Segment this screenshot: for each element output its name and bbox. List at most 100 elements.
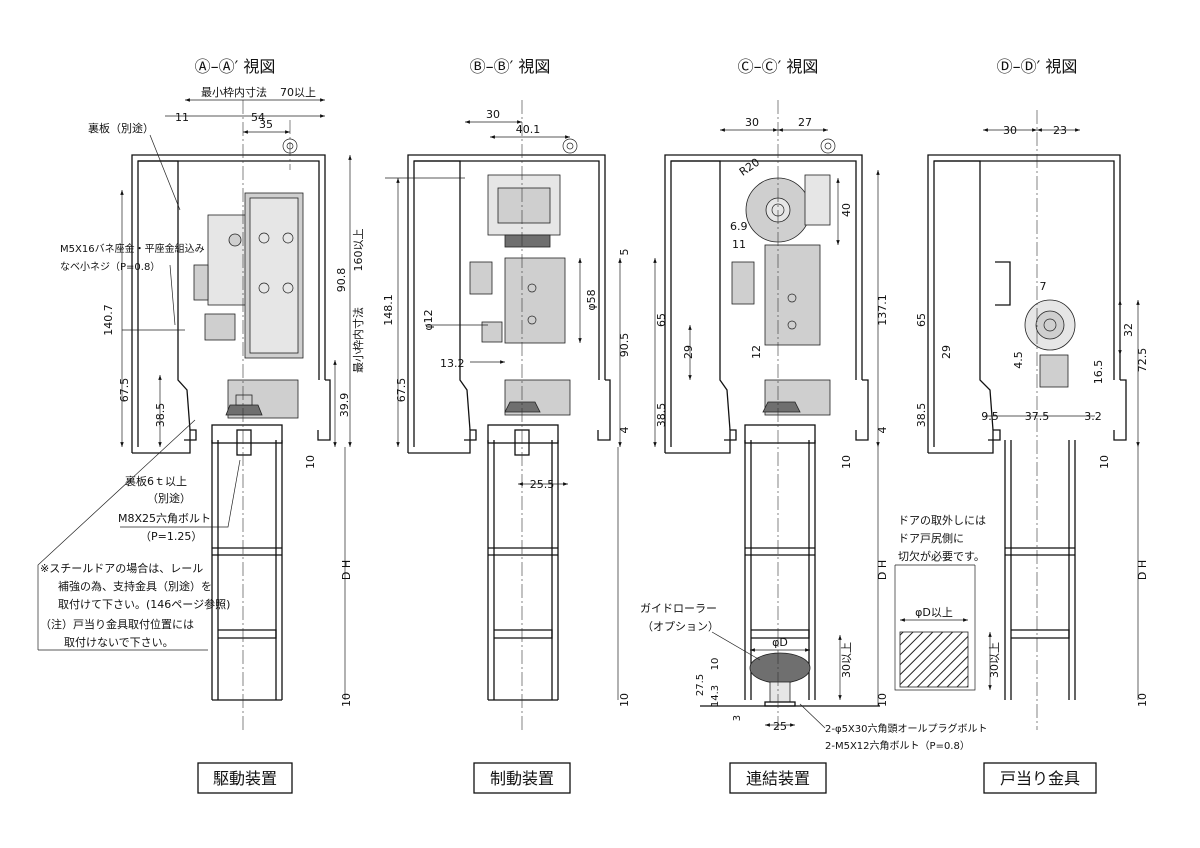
dimension-label: 最小枠内寸法: [201, 85, 267, 99]
label-drive: 駆動装置: [213, 769, 277, 788]
dimension-label: 137.1: [876, 294, 889, 326]
dimension-label: 取付けて下さい。(146ページ参照): [58, 597, 230, 611]
dimension-label: 16.5: [1092, 360, 1105, 385]
dimension-label: 4: [876, 427, 889, 434]
view-a: Ⓐ–Ⓐ′ 視図 最小枠内寸法 70以上 11 5: [37, 57, 365, 794]
view-d-title: Ⓓ–Ⓓ′ 視図: [997, 57, 1078, 76]
dimension-label: M8X25六角ボルト: [118, 512, 211, 525]
dimension-label: D H: [876, 560, 889, 580]
dimension-label: 補強の為、支持金具（別途）を: [58, 579, 212, 593]
dimension-label: 10: [304, 455, 317, 469]
label-brake: 制動装置: [490, 769, 554, 788]
dimension-label: 29: [940, 345, 953, 359]
frame-outline: [131, 154, 326, 453]
dimension-label: （P=1.25）: [140, 530, 202, 543]
dimension-label: 25.5: [530, 478, 555, 491]
dimension-label: 148.1: [382, 294, 395, 326]
view-c-title: Ⓒ–Ⓒ′ 視図: [738, 57, 819, 76]
dimension-label: ガイドローラー: [640, 602, 717, 615]
dimension-label: （オプション）: [642, 620, 719, 633]
dimension-label: 39.9: [338, 393, 351, 418]
view-c: Ⓒ–Ⓒ′ 視図 30 27 R20 40 6.9 11 65: [640, 57, 988, 794]
dimension-label: 10: [1136, 693, 1149, 707]
dimension-label: M5X16バネ座金・平座金組込み: [60, 242, 205, 255]
dimension-label: 37.5: [1025, 410, 1050, 423]
dimension-label: ドア戸尻側に: [898, 532, 964, 545]
dimension-label: 11: [175, 111, 189, 124]
dimension-label: 30: [745, 116, 759, 129]
dimension-label: φ58: [585, 289, 598, 310]
view-a-title: Ⓐ–Ⓐ′ 視図: [195, 57, 276, 76]
dimension-label: φD以上: [915, 606, 953, 619]
dimension-label: 23: [1053, 124, 1067, 137]
dimension-label: 9.5: [981, 410, 999, 423]
dimension-label: ※スチールドアの場合は、レール: [40, 561, 203, 575]
coupling-body: [764, 244, 821, 346]
dimension-label: 38.5: [655, 403, 668, 428]
label-stopper-box: [983, 762, 1097, 794]
door-break: [212, 547, 282, 556]
dimension-label: 67.5: [395, 378, 408, 403]
dimension-label: 3: [732, 715, 743, 721]
frame-right-bottom: [317, 379, 331, 441]
dimension-label: 90.5: [618, 333, 631, 358]
hex-nut: [225, 404, 263, 416]
dimension-label: 32: [1122, 323, 1135, 337]
dimension-label: 25: [773, 720, 787, 733]
dimension-label: 38.5: [915, 403, 928, 428]
frame-inner: [137, 160, 320, 447]
dimension-label: 14.3: [710, 685, 721, 707]
label-stopper: 戸当り金具: [1000, 769, 1080, 788]
dimension-label: 54: [251, 111, 265, 124]
dimension-label: 90.8: [335, 268, 348, 293]
view-d: Ⓓ–Ⓓ′ 視図 30 23 7 65 29 38.5 32 4.5 16.5 7…: [894, 57, 1149, 794]
dimension-label: 38.5: [154, 403, 167, 428]
dimension-label: なべ小ネジ（P=0.8）: [60, 261, 160, 273]
dimension-label: 3.2: [1084, 410, 1102, 423]
door-rail: [211, 440, 283, 700]
dimension-label: 2-M5X12六角ボルト（P=0.8）: [825, 740, 970, 752]
dimension-label: 7: [1040, 280, 1047, 293]
dimension-label: 70以上: [280, 86, 316, 99]
label-coupling: 連結装置: [746, 769, 810, 788]
dimension-label: 30: [486, 108, 500, 121]
drive-unit-face: [249, 197, 299, 354]
label-drive-box: [197, 762, 293, 794]
dimension-label: 10: [1098, 455, 1111, 469]
dimension-label: 切欠が必要です。: [898, 549, 985, 563]
view-b-title: Ⓑ–Ⓑ′ 視図: [470, 57, 551, 76]
dimension-label: 裏板6ｔ以上: [125, 474, 187, 488]
frame-lip: [138, 160, 191, 431]
frame-bottom: [132, 429, 197, 454]
dimension-label: 4.5: [1012, 351, 1025, 369]
dimension-label: 30以上: [840, 642, 853, 678]
label-coupling-box: [729, 762, 827, 794]
label-brake-box: [473, 762, 571, 794]
dimension-label: 最小枠内寸法: [351, 307, 365, 373]
dimension-label: 12: [750, 345, 763, 359]
dimension-label: 10: [876, 693, 889, 707]
dimension-label: 30: [1003, 124, 1017, 137]
dimension-label: 10: [840, 455, 853, 469]
dimension-label: 5: [618, 249, 631, 256]
dimension-label: （注）戸当り金具取付位置には: [40, 617, 194, 631]
view-b: Ⓑ–Ⓑ′ 視図 30 40.1 148.1 67.5 φ12 13.2: [382, 57, 631, 794]
dimension-label: D H: [340, 560, 353, 580]
dimension-label: 72.5: [1136, 348, 1149, 373]
dimension-label: 27: [798, 116, 812, 129]
dimension-label: 29: [682, 345, 695, 359]
dimension-label: 35: [259, 118, 273, 131]
dimension-label: 裏板（別途）: [88, 121, 154, 135]
dimension-label: φ12: [422, 309, 435, 330]
dimension-label: 取付けないで下さい。: [64, 636, 174, 649]
dimension-label: ドアの取外しには: [898, 514, 986, 527]
dimension-label: 13.2: [440, 357, 465, 370]
dimension-label: 10: [710, 658, 721, 671]
brake-block: [504, 257, 566, 344]
dimension-label: 67.5: [118, 378, 131, 403]
dimension-label: D H: [1136, 560, 1149, 580]
dimension-label: 65: [655, 313, 668, 327]
dimension-label: 11: [732, 238, 746, 251]
dimension-label: R20: [737, 156, 762, 179]
